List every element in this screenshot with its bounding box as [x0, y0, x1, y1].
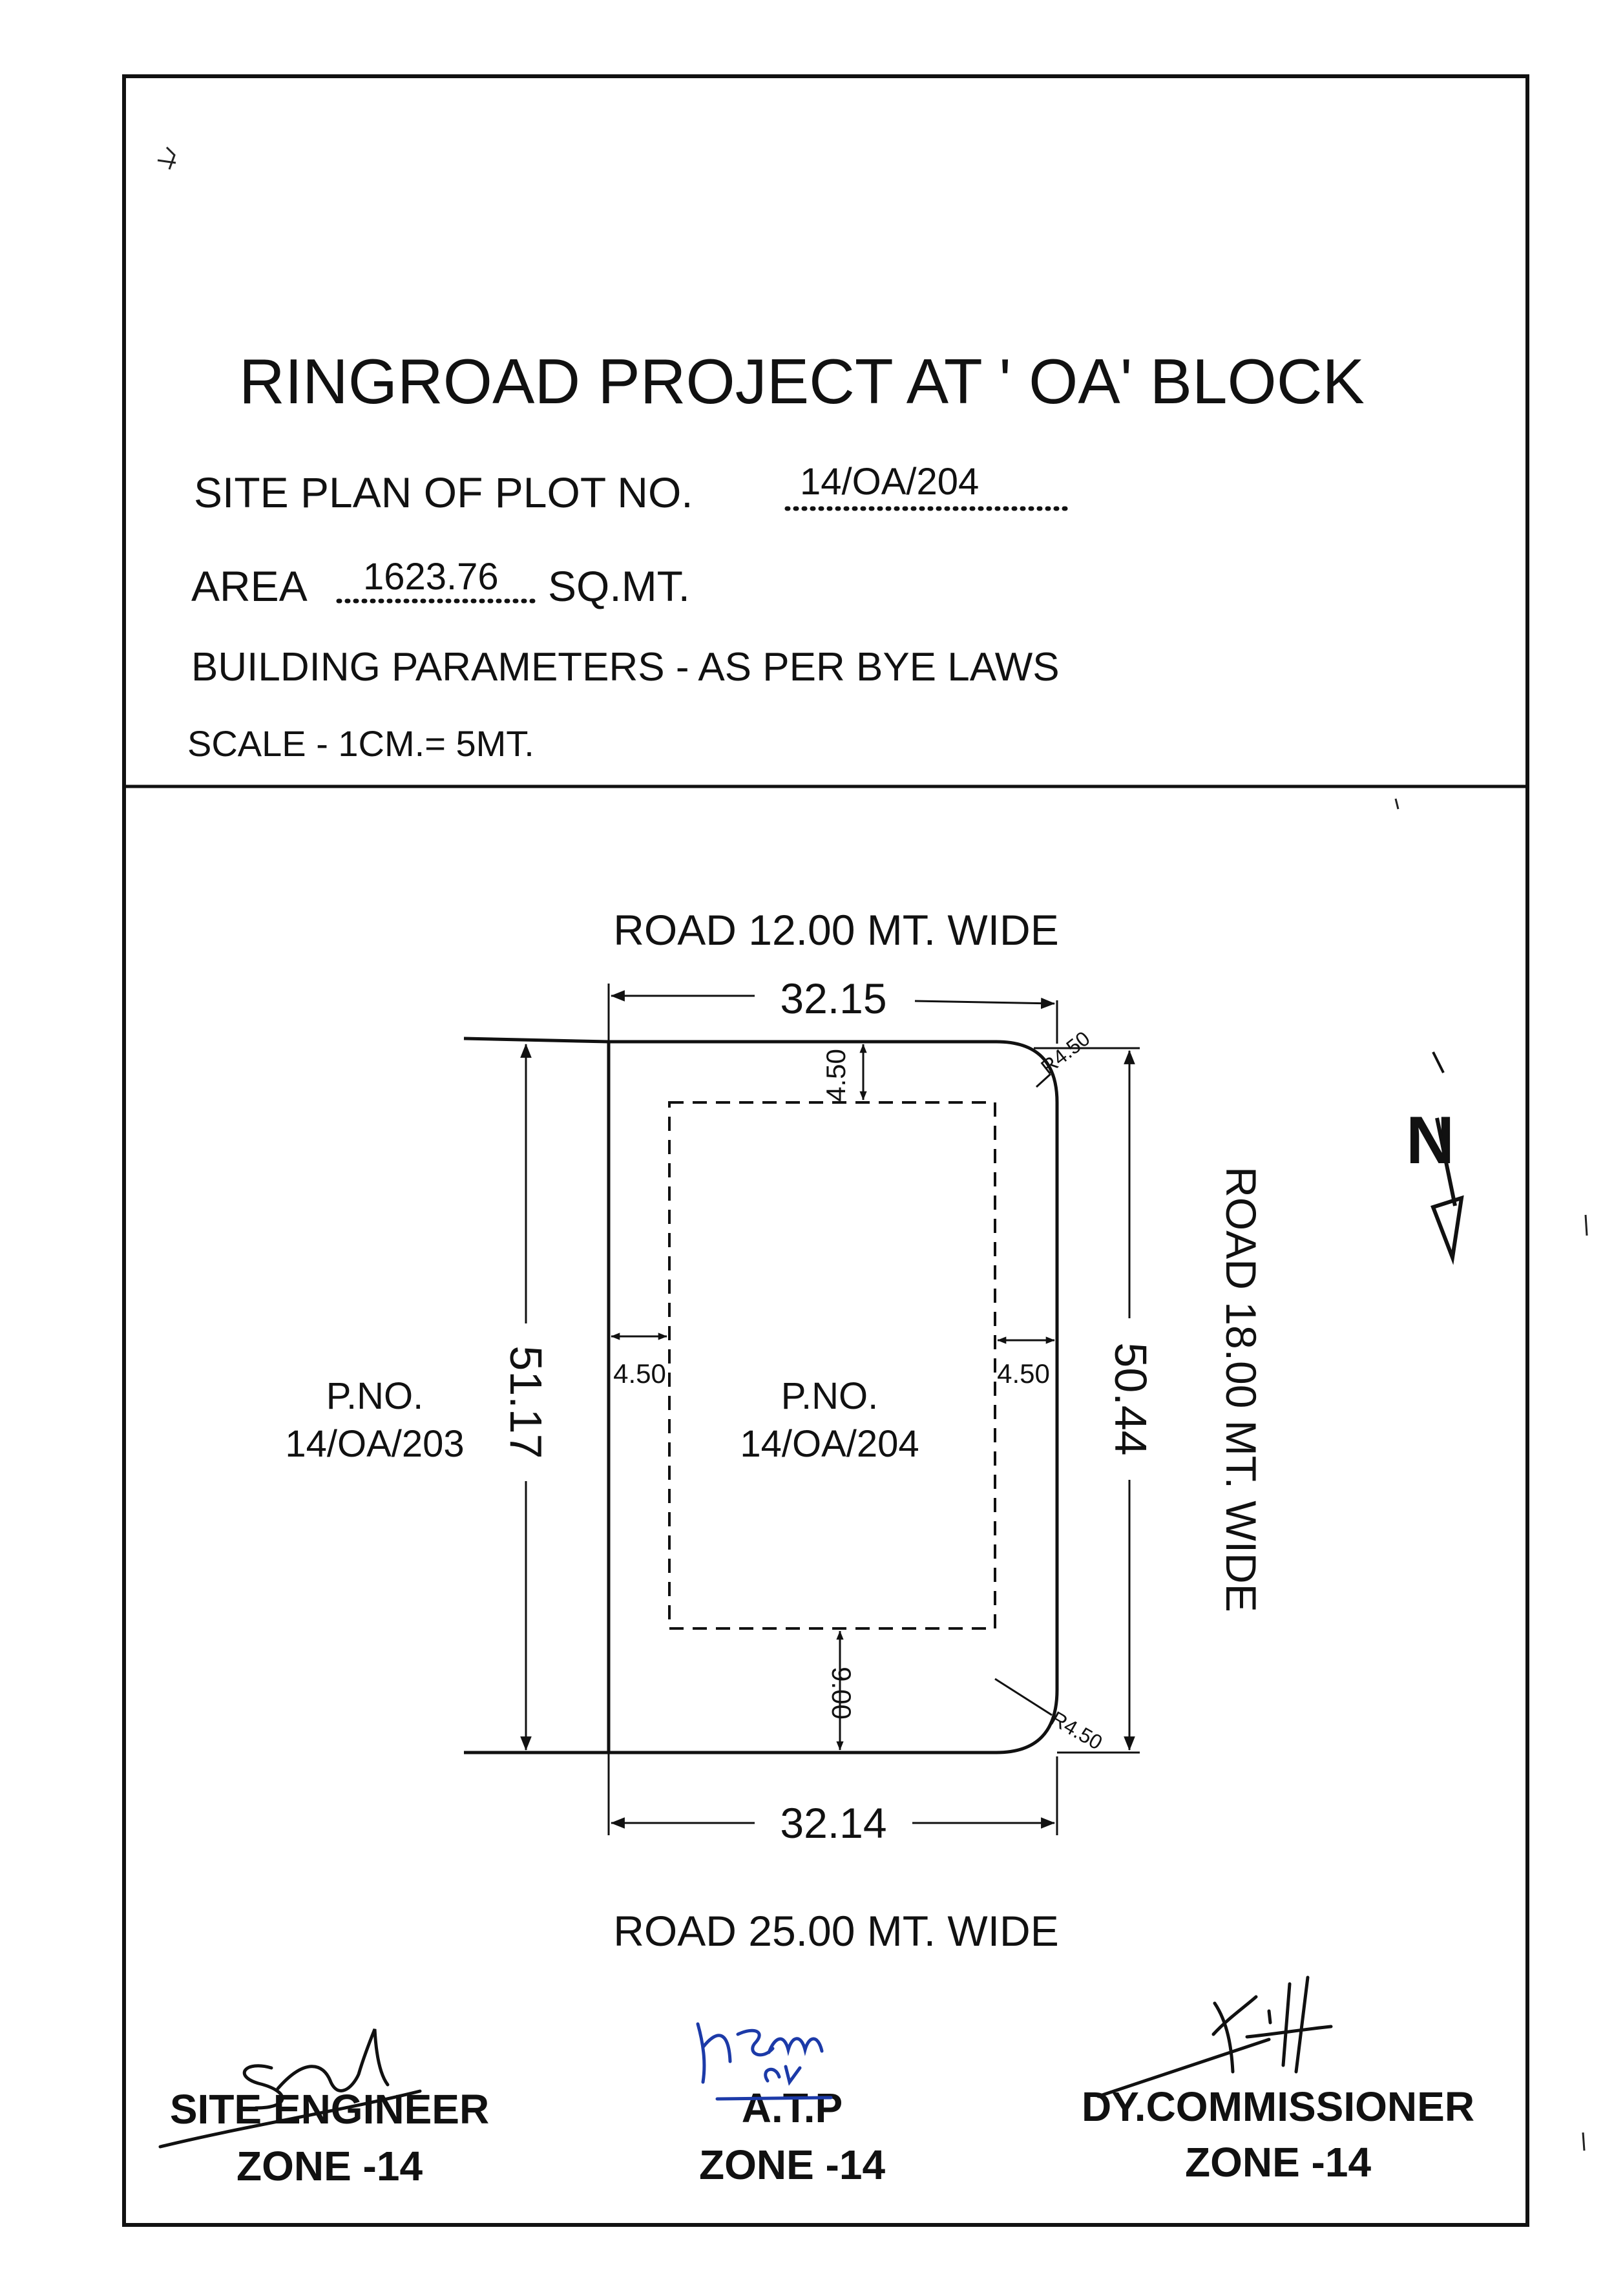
plot-label: P.NO.	[781, 1375, 878, 1417]
dim-top-value: 32.15	[780, 974, 886, 1022]
setback-rear-value: 9.00	[826, 1667, 857, 1720]
scale-note: SCALE - 1CM.= 5MT.	[187, 723, 534, 764]
dy-commissioner-signature	[1096, 1975, 1333, 2098]
radius-top-value: R4.50	[1036, 1027, 1094, 1079]
radius-bottom-value: R4.50	[1047, 1707, 1107, 1754]
radius-bottom-leader	[994, 1678, 1053, 1716]
plot-no-value: 14/OA/204	[800, 461, 979, 503]
site-plan-label: SITE PLAN OF PLOT NO.	[194, 469, 693, 516]
atp-signature	[696, 2022, 833, 2101]
neighbor-plot-label: P.NO.	[326, 1375, 423, 1417]
setback-front-value: 4.50	[821, 1049, 851, 1102]
north-arrow-icon: N	[1406, 1051, 1464, 1265]
site-engineer-zone: ZONE -14	[236, 2143, 423, 2189]
setback-left-value: 4.50	[613, 1358, 666, 1389]
neighbor-boundary-top	[463, 1037, 609, 1044]
dim-right-value: 50.44	[1106, 1342, 1156, 1455]
area-unit: SQ.MT.	[548, 562, 690, 610]
building-parameters: BUILDING PARAMETERS - AS PER BYE LAWS	[191, 645, 1060, 690]
atp-title: A.T.P	[742, 2085, 843, 2131]
plot-number: 14/OA/204	[740, 1423, 919, 1465]
site-engineer-signature	[158, 2028, 422, 2149]
plot-boundary	[607, 1040, 1059, 1754]
road-right-label: ROAD 18.00 MT. WIDE	[1217, 1166, 1265, 1612]
dim-left-value: 51.17	[501, 1345, 551, 1459]
setback-right-value: 4.50	[997, 1358, 1050, 1389]
site-engineer-title: SITE ENGINEER	[170, 2086, 489, 2133]
neighbor-plot-number: 14/OA/203	[285, 1423, 464, 1465]
area-label: AREA	[191, 562, 308, 610]
area-value: 1623.76	[363, 556, 499, 598]
atp-zone: ZONE -14	[699, 2142, 885, 2188]
road-top-label: ROAD 12.00 MT. WIDE	[613, 906, 1059, 954]
page-border	[122, 74, 1529, 2227]
dy-commissioner-title: DY.COMMISSIONER	[1082, 2083, 1474, 2130]
scan-marks	[157, 146, 1588, 2151]
drawing-title: RINGROAD PROJECT AT ' OA' BLOCK	[239, 346, 1365, 417]
building-envelope	[668, 1101, 996, 1630]
dim-bottom-value: 32.14	[780, 1799, 886, 1847]
dim-top-line-right	[914, 997, 1056, 1009]
radius-top-leader	[1035, 1073, 1052, 1088]
road-bottom-label: ROAD 25.00 MT. WIDE	[613, 1907, 1059, 1955]
dy-commissioner-zone: ZONE -14	[1185, 2139, 1371, 2185]
